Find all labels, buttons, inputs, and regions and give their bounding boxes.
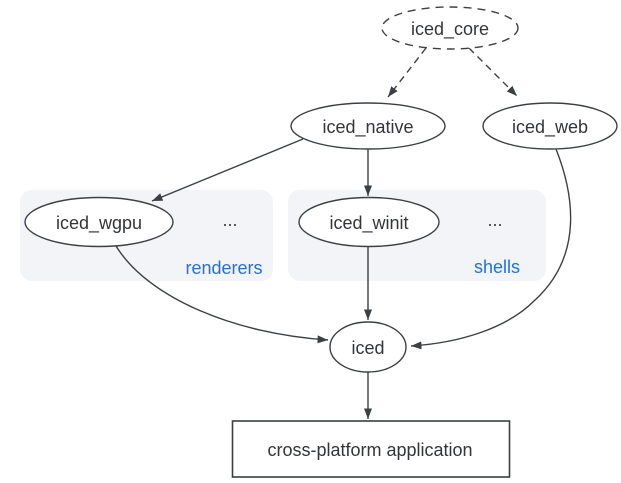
shells-group-label: shells bbox=[474, 257, 520, 277]
node-iced-web bbox=[482, 102, 618, 150]
edge-iced_wgpu-iced bbox=[115, 245, 329, 344]
node-iced-winit bbox=[298, 196, 440, 248]
renderers-group-label: renderers bbox=[185, 258, 262, 278]
edge-iced_web-iced bbox=[410, 148, 572, 350]
node-label-iced-core: iced_core bbox=[411, 19, 489, 40]
edge-iced_core-iced_native bbox=[387, 47, 427, 98]
node-label-iced-native: iced_native bbox=[322, 117, 413, 138]
node-iced-core bbox=[381, 6, 519, 50]
node-label-iced: iced bbox=[351, 338, 384, 358]
node-label-app: cross-platform application bbox=[267, 440, 472, 460]
node-iced bbox=[329, 321, 407, 373]
shells-ellipsis: ... bbox=[487, 210, 502, 230]
edge-iced_core-iced_web bbox=[468, 47, 518, 97]
node-iced-native bbox=[290, 102, 446, 150]
node-label-iced-wgpu: iced_wgpu bbox=[56, 213, 142, 234]
node-label-iced-web: iced_web bbox=[512, 117, 588, 138]
node-label-iced-winit: iced_winit bbox=[329, 213, 408, 234]
node-iced-wgpu bbox=[24, 196, 174, 248]
node-app bbox=[231, 420, 511, 478]
edge-iced_native-iced_wgpu bbox=[151, 138, 304, 202]
renderers-ellipsis: ... bbox=[222, 210, 237, 230]
